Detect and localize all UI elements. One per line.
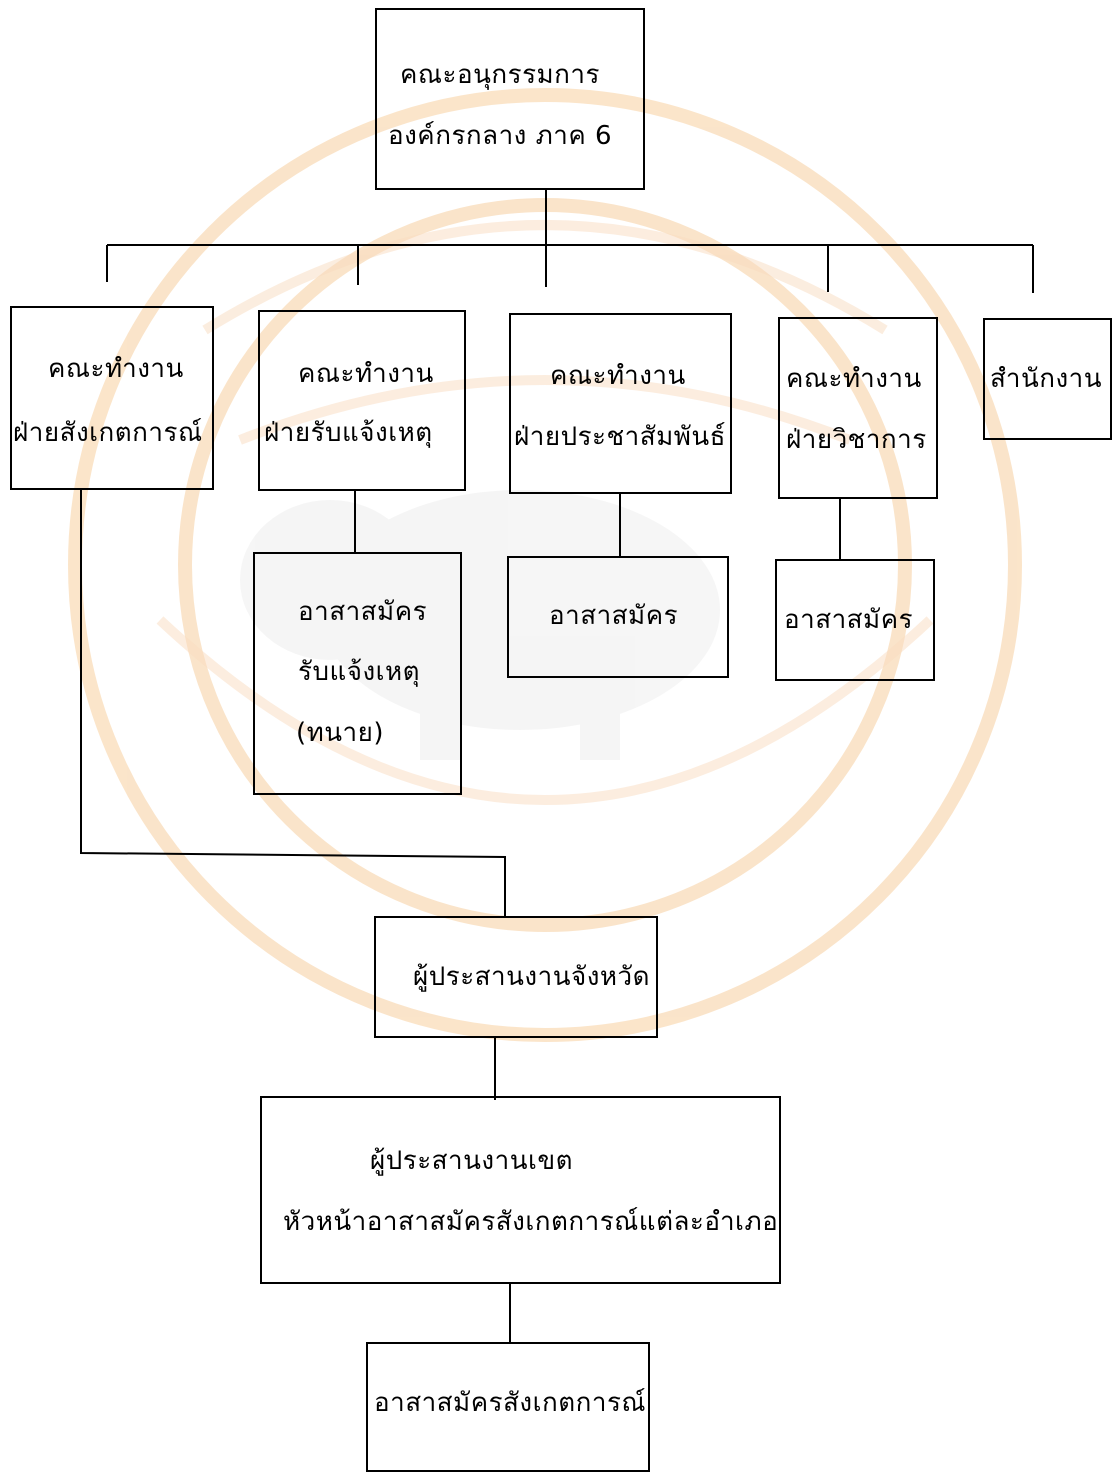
- node-report-working-group-line2: ฝ่ายรับแจ้งเหตุ: [264, 418, 433, 448]
- node-pr-working-group-line1: คณะทำงาน: [550, 361, 686, 391]
- node-report-volunteers-line1: อาสาสมัคร: [298, 597, 428, 627]
- node-pr-volunteers: [507, 556, 729, 678]
- node-report-working-group: [258, 310, 466, 491]
- node-observe-working-group: [10, 306, 214, 490]
- node-provincial-coordinator: [374, 916, 658, 1038]
- node-pr-working-group: [509, 313, 732, 494]
- node-office-line1: สำนักงาน: [990, 364, 1103, 394]
- node-report-working-group-line1: คณะทำงาน: [298, 359, 434, 389]
- node-subcommittee-line1: คณะอนุกรรมการ: [400, 60, 600, 90]
- node-observe-working-group-line2: ฝ่ายสังเกตการณ์: [13, 418, 203, 448]
- node-academic-volunteers-line1: อาสาสมัคร: [784, 605, 914, 635]
- node-district-coordinator: [260, 1096, 781, 1284]
- node-report-volunteers-line3: (ทนาย): [296, 718, 385, 748]
- node-observe-working-group-line1: คณะทำงาน: [48, 354, 184, 384]
- node-office: [983, 318, 1112, 440]
- node-subcommittee-line2: องค์กรกลาง ภาค 6: [388, 121, 613, 151]
- node-report-volunteers: [253, 552, 462, 795]
- node-report-volunteers-line2: รับแจ้งเหตุ: [298, 657, 421, 687]
- node-district-coordinator-line2: หัวหน้าอาสาสมัครสังเกตการณ์แต่ละอำเภอ: [283, 1207, 779, 1237]
- node-academic-volunteers: [775, 559, 935, 681]
- node-pr-working-group-line2: ฝ่ายประชาสัมพันธ์: [514, 422, 727, 452]
- node-provincial-coordinator-line1: ผู้ประสานงานจังหวัด: [413, 962, 651, 992]
- node-academic-working-group-line1: คณะทำงาน: [786, 364, 922, 394]
- node-academic-working-group: [778, 317, 938, 499]
- node-observer-volunteers-line1: อาสาสมัครสังเกตการณ์: [374, 1388, 647, 1418]
- node-academic-working-group-line2: ฝ่ายวิชาการ: [786, 425, 927, 455]
- node-district-coordinator-line1: ผู้ประสานงานเขต: [370, 1146, 574, 1176]
- node-subcommittee: [375, 8, 645, 190]
- node-pr-volunteers-line1: อาสาสมัคร: [549, 601, 679, 631]
